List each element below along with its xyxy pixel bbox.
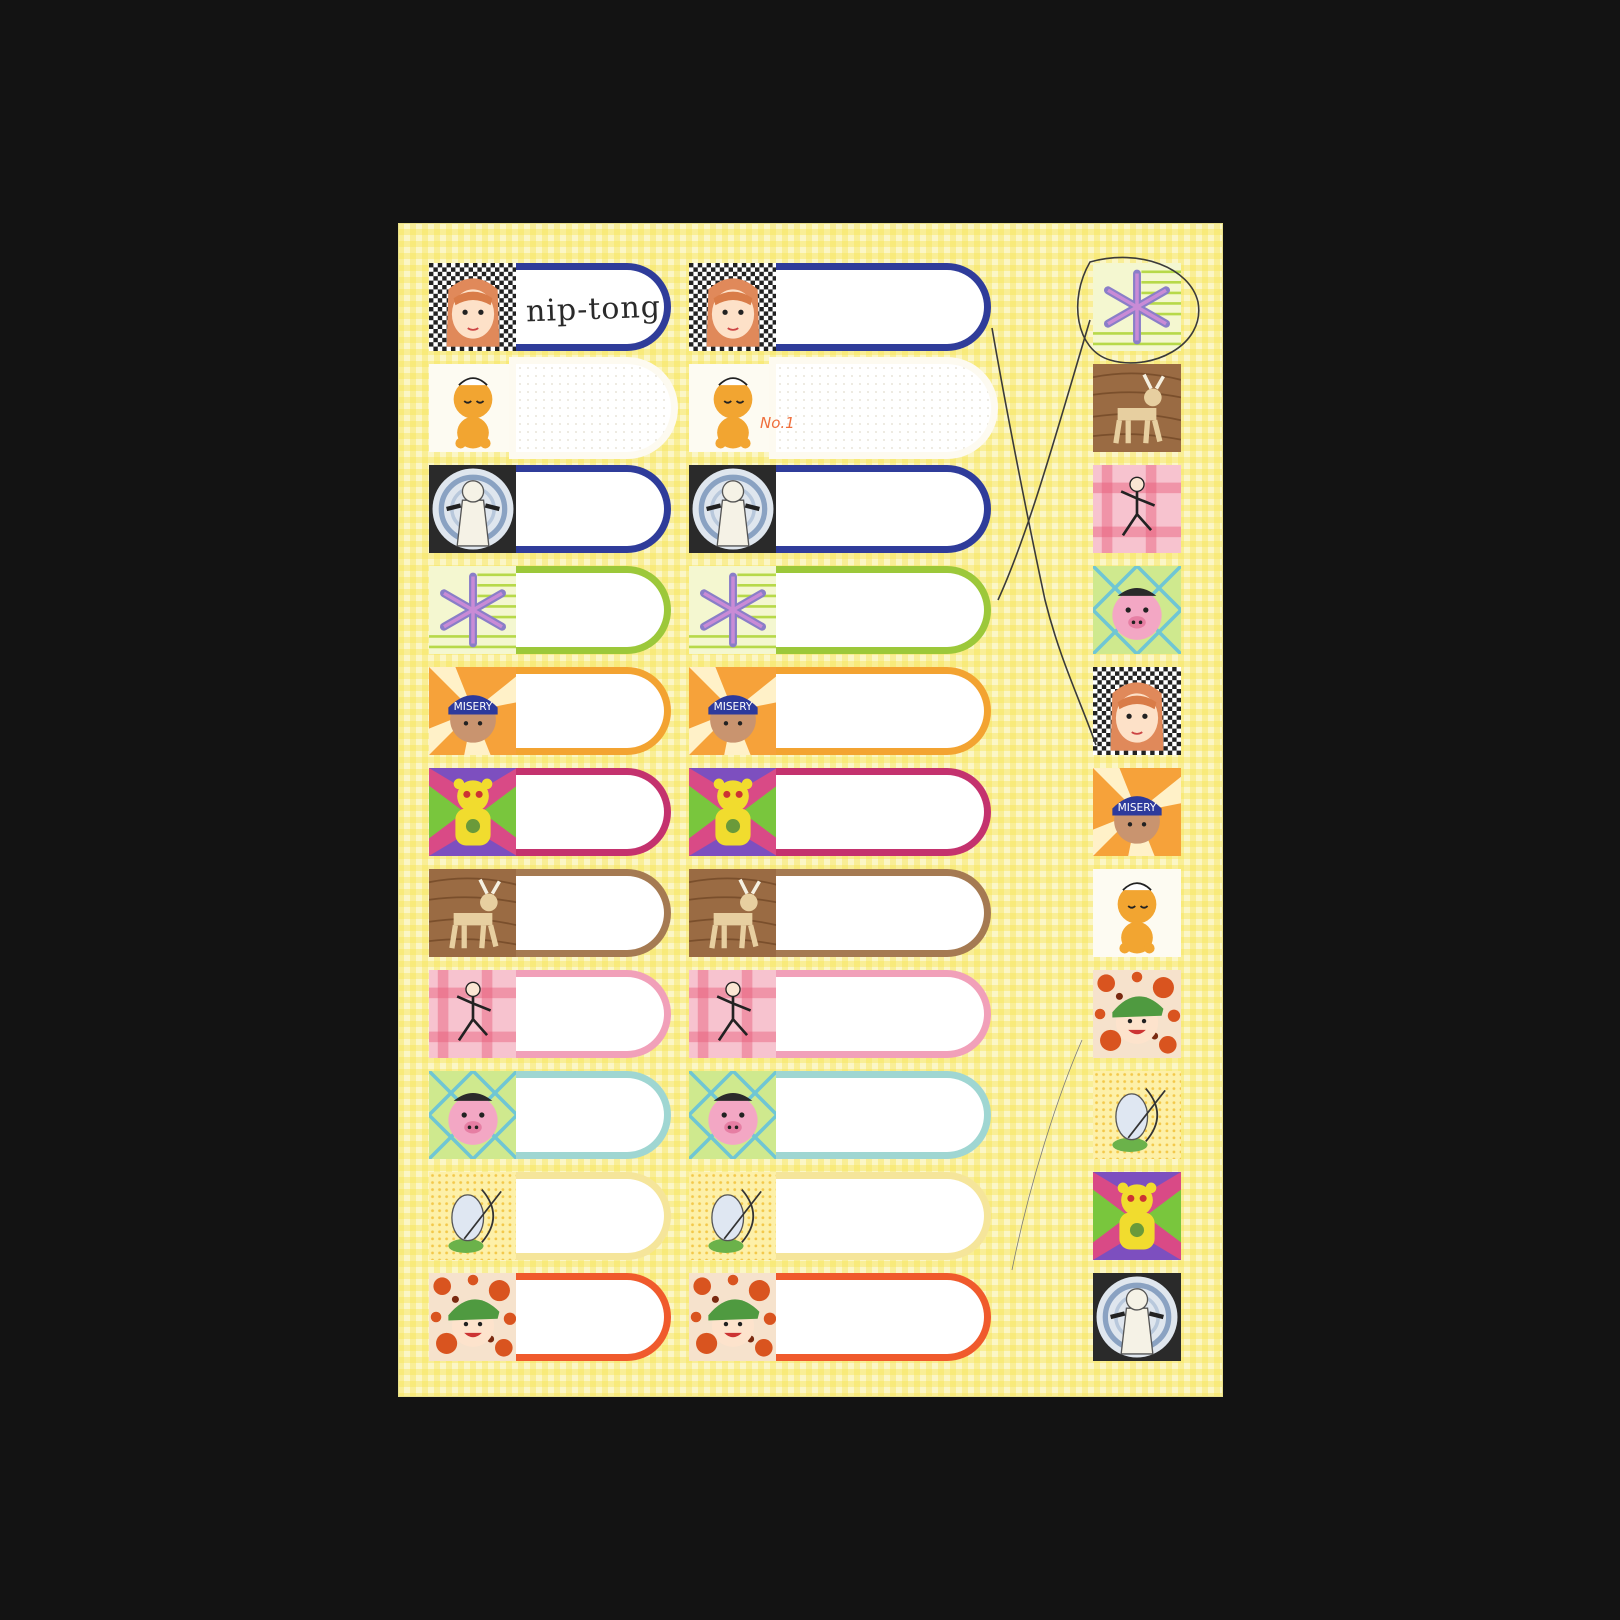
orb-figure-icon — [429, 465, 517, 553]
side-sticker — [1093, 263, 1181, 351]
girl-face-icon — [689, 263, 777, 351]
name-label-field[interactable] — [776, 465, 991, 553]
svg-text:MISERY: MISERY — [1118, 802, 1157, 814]
snowflake-icon — [689, 566, 777, 654]
dancer-icon — [429, 970, 517, 1058]
yellow-bear-icon — [1093, 1172, 1181, 1260]
label-tile-icon — [689, 869, 777, 957]
side-sticker — [1093, 1273, 1181, 1361]
deer-icon — [429, 869, 517, 957]
label-tile-icon — [689, 465, 777, 553]
label-tile-icon — [429, 1273, 517, 1361]
name-label-field[interactable] — [516, 364, 671, 452]
archer-icon — [1093, 1071, 1181, 1159]
svg-text:MISERY: MISERY — [454, 701, 493, 713]
name-label-field[interactable] — [516, 768, 671, 856]
label-tile-icon — [689, 1172, 777, 1260]
name-label-field[interactable] — [776, 1172, 991, 1260]
label-tile-icon: MISERY — [429, 667, 517, 755]
side-sticker — [1093, 566, 1181, 654]
green-hat-icon — [689, 1273, 777, 1361]
side-sticker — [1093, 869, 1181, 957]
name-label-field[interactable] — [516, 869, 671, 957]
label-tile-icon — [429, 970, 517, 1058]
dancer-icon — [689, 970, 777, 1058]
green-hat-icon — [1093, 970, 1181, 1058]
name-label-field[interactable] — [516, 1172, 671, 1260]
name-label-field[interactable] — [776, 869, 991, 957]
yellow-bear-icon — [689, 768, 777, 856]
pig-icon — [689, 1071, 777, 1159]
label-tile-icon — [429, 869, 517, 957]
side-sticker — [1093, 465, 1181, 553]
archer-icon — [429, 1172, 517, 1260]
name-label-field[interactable] — [516, 1071, 671, 1159]
pig-icon — [1093, 566, 1181, 654]
name-label-field[interactable] — [516, 667, 671, 755]
label-tile-icon — [429, 768, 517, 856]
handwritten-number: No.1 — [760, 414, 795, 432]
misery-boy-icon: MISERY — [1093, 768, 1181, 856]
label-tile-icon — [429, 263, 517, 351]
label-tile-icon — [429, 1071, 517, 1159]
label-tile-icon — [689, 263, 777, 351]
girl-face-icon — [1093, 667, 1181, 755]
misery-boy-icon: MISERY — [689, 667, 777, 755]
yellow-bear-icon — [429, 768, 517, 856]
side-sticker — [1093, 364, 1181, 452]
name-label-field[interactable] — [776, 1273, 991, 1361]
archer-icon — [689, 1172, 777, 1260]
side-sticker — [1093, 1172, 1181, 1260]
orb-figure-icon — [689, 465, 777, 553]
girl-face-icon — [429, 263, 517, 351]
name-label-field[interactable] — [776, 970, 991, 1058]
name-label-field[interactable] — [516, 566, 671, 654]
name-label-field[interactable]: No.1 — [760, 364, 991, 452]
name-label-field[interactable] — [776, 263, 991, 351]
label-tile-icon: MISERY — [689, 667, 777, 755]
handwritten-name: nip-tong — [525, 289, 662, 330]
misery-boy-icon: MISERY — [429, 667, 517, 755]
snowflake-icon — [1093, 263, 1181, 351]
name-label-field[interactable] — [516, 970, 671, 1058]
name-label-field[interactable] — [776, 667, 991, 755]
side-sticker: MISERY — [1093, 768, 1181, 856]
svg-text:MISERY: MISERY — [714, 701, 753, 713]
side-sticker — [1093, 1071, 1181, 1159]
deer-icon — [689, 869, 777, 957]
dancer-icon — [1093, 465, 1181, 553]
label-tile-icon — [429, 1172, 517, 1260]
label-tile-icon — [429, 566, 517, 654]
label-tile-icon — [689, 1071, 777, 1159]
label-tile-icon — [689, 1273, 777, 1361]
label-tile-icon — [689, 768, 777, 856]
orb-figure-icon — [1093, 1273, 1181, 1361]
side-sticker — [1093, 970, 1181, 1058]
name-label-field[interactable] — [776, 768, 991, 856]
pig-icon — [429, 1071, 517, 1159]
snowflake-icon — [429, 566, 517, 654]
name-label-field[interactable] — [516, 1273, 671, 1361]
name-label-field[interactable] — [776, 1071, 991, 1159]
green-hat-icon — [429, 1273, 517, 1361]
orange-bear-icon — [429, 364, 517, 452]
deer-icon — [1093, 364, 1181, 452]
name-label-field[interactable] — [516, 465, 671, 553]
label-tile-icon — [689, 566, 777, 654]
name-label-field[interactable] — [776, 566, 991, 654]
orange-bear-icon — [689, 364, 777, 452]
label-tile-icon — [689, 364, 777, 452]
orange-bear-icon — [1093, 869, 1181, 957]
label-tile-icon — [429, 364, 517, 452]
side-sticker — [1093, 667, 1181, 755]
label-tile-icon — [689, 970, 777, 1058]
label-tile-icon — [429, 465, 517, 553]
name-label-field[interactable]: nip-tong — [516, 263, 671, 351]
